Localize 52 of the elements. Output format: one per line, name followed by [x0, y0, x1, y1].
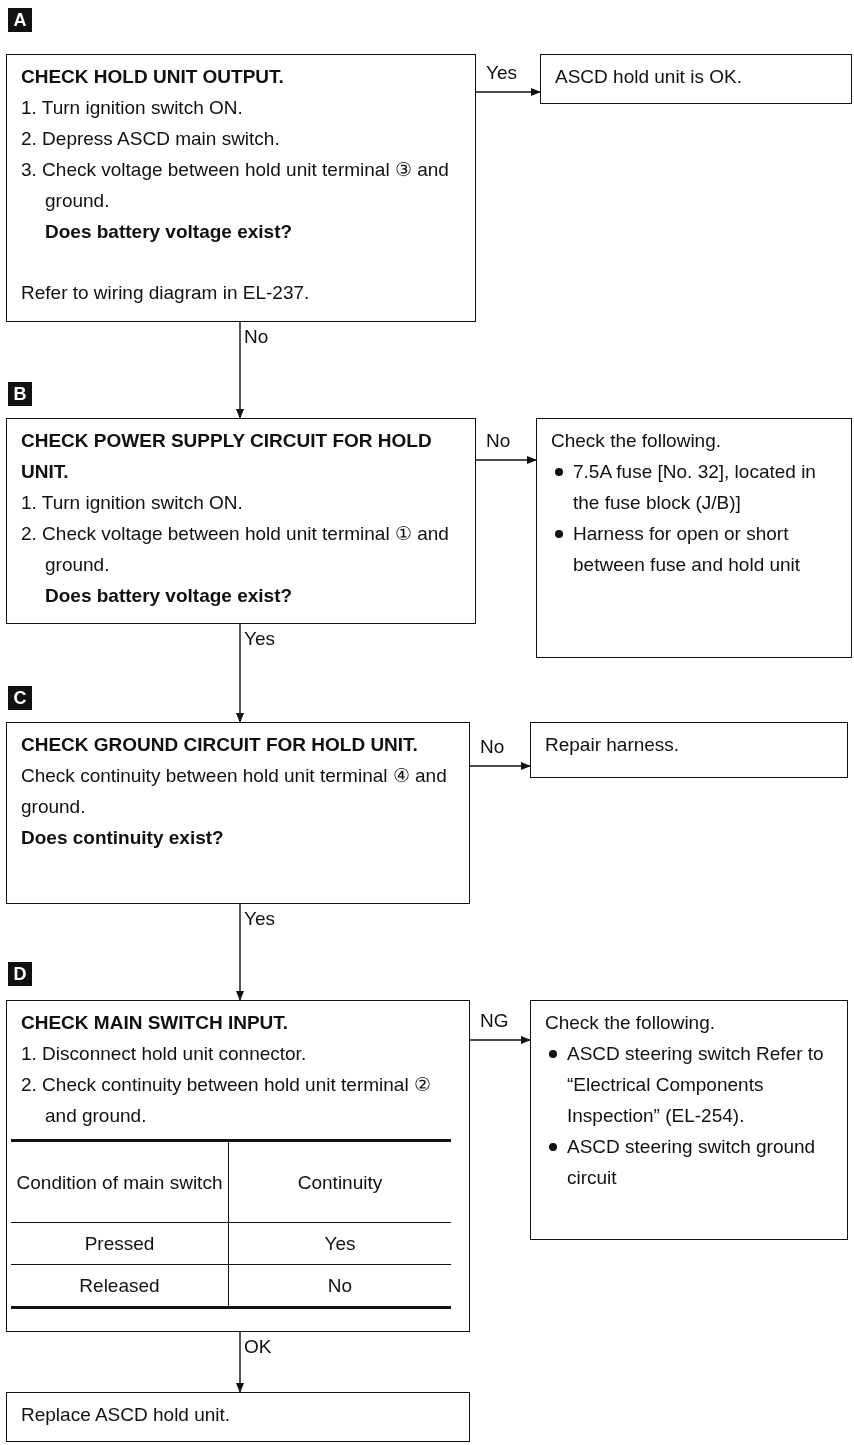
check-step-box — [6, 722, 470, 904]
question-text: Does battery voltage exist? — [44, 584, 294, 608]
arrow — [475, 456, 537, 464]
result-box — [530, 1000, 848, 1240]
result-box — [6, 1392, 470, 1442]
step-marker: B — [8, 382, 32, 406]
question-text: Does battery voltage exist? — [44, 220, 294, 244]
box-text: ASCD hold unit is OK. — [555, 65, 743, 89]
box-text: Check continuity between hold unit terminal ④ and ground. — [21, 764, 448, 819]
step-instruction: 3. Check voltage between hold unit terminal ③ and ground. — [21, 158, 450, 213]
check-step-box — [6, 54, 476, 322]
list-item: ASCD steering switch ground circuit — [567, 1136, 816, 1188]
table-value: Yes — [229, 1222, 451, 1264]
list-item: ASCD steering switch Refer to “Electrical Components Inspection” (EL-254). — [567, 1043, 824, 1126]
step-heading: CHECK HOLD UNIT OUTPUT. — [21, 65, 285, 89]
box-text: Repair harness. — [545, 733, 681, 757]
question-text: Does continuity exist? — [21, 826, 225, 850]
result-box — [540, 54, 852, 104]
result-box — [530, 722, 848, 778]
table-header: Condition of main switch — [11, 1142, 229, 1222]
step-marker: A — [8, 8, 32, 32]
arrow — [469, 762, 531, 770]
check-step-box — [6, 1000, 470, 1332]
box-text: Check the following. — [545, 1011, 717, 1035]
list-item: 7.5A fuse [No. 32], located in the fuse block (J/B)] — [573, 461, 816, 513]
list-item: Harness for open or short between fuse and hold unit — [573, 523, 801, 575]
arrow — [469, 1036, 531, 1044]
step-instruction: 1. Turn ignition switch ON. — [21, 96, 244, 120]
step-instruction: 1. Turn ignition switch ON. — [21, 491, 244, 515]
table-value: No — [229, 1264, 451, 1306]
table-value: Released — [11, 1264, 229, 1306]
step-marker: C — [8, 686, 32, 710]
arrow — [236, 903, 244, 1001]
step-marker: D — [8, 962, 32, 986]
table-header: Continuity — [296, 1170, 384, 1195]
arrow — [236, 321, 244, 419]
step-heading: CHECK MAIN SWITCH INPUT. — [21, 1011, 290, 1035]
step-instruction: 2. Check continuity between hold unit terminal ② and ground. — [21, 1073, 432, 1128]
check-step-box — [6, 418, 476, 624]
table-value: Pressed — [11, 1222, 229, 1264]
step-heading: CHECK POWER SUPPLY CIRCUIT FOR HOLD UNIT. — [21, 429, 433, 484]
arrow — [475, 88, 541, 96]
reference-note: Refer to wiring diagram in EL-237. — [21, 281, 311, 305]
arrow — [236, 1331, 244, 1393]
step-instruction: 2. Depress ASCD main switch. — [21, 127, 281, 151]
arrow — [236, 623, 244, 723]
step-instruction: 1. Disconnect hold unit connector. — [21, 1042, 308, 1066]
step-instruction: 2. Check voltage between hold unit terminal ① and ground. — [21, 522, 450, 577]
step-heading: CHECK GROUND CIRCUIT FOR HOLD UNIT. — [21, 733, 419, 757]
box-text: Check the following. — [551, 429, 723, 453]
box-text: Replace ASCD hold unit. — [21, 1403, 232, 1427]
result-box — [536, 418, 852, 658]
